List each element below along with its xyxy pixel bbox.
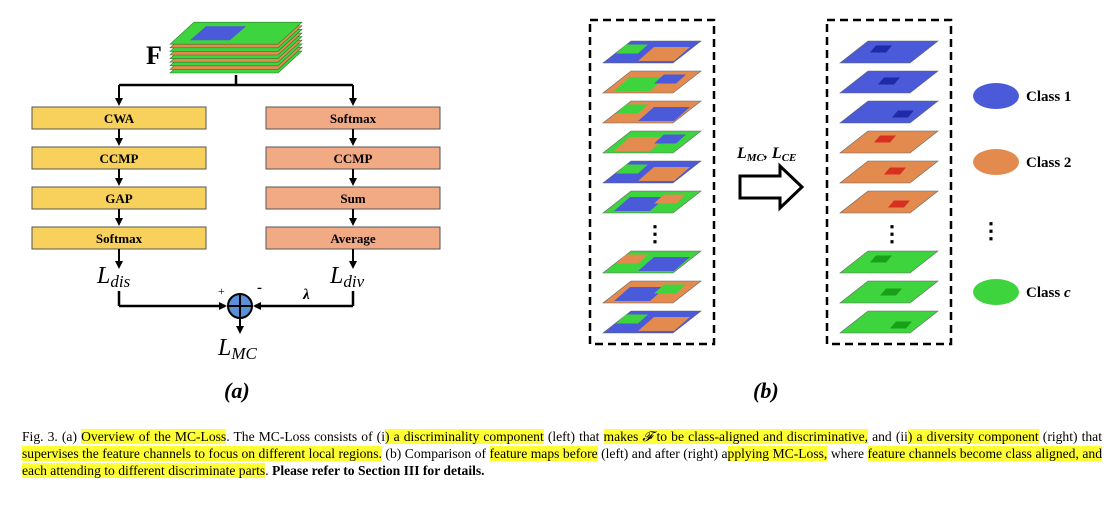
feature-map-after: [839, 100, 939, 124]
panel-b: ⋮ ⋮ LMC, LCE Class 1 Class 2 Class c ⋮ (b): [588, 18, 1071, 403]
class-legend: Class 1 Class 2 Class c: [973, 83, 1071, 305]
feature-map-region: [616, 104, 648, 114]
feature-map-focus-region: [892, 110, 914, 118]
feature-map-region: [616, 44, 648, 54]
feature-map-region: [654, 74, 686, 84]
sum-node-icon: [227, 293, 253, 319]
caption-text: (left) and after (right) a: [597, 446, 728, 461]
feature-map-region: [614, 77, 666, 91]
before-maps-frame: [588, 18, 716, 346]
feature-map-region: [614, 137, 666, 151]
discriminality-branch: CWA CCMP GAP Softmax: [31, 106, 207, 269]
caption-text: (b) Comparison of: [381, 446, 490, 461]
legend-label: Class c: [1026, 285, 1071, 301]
after-ellipsis: ⋮: [881, 221, 903, 246]
minus-sign: -: [257, 280, 262, 296]
feature-map-region: [616, 254, 648, 264]
caption-text: .: [265, 463, 273, 478]
diversity-box-label: CCMP: [334, 151, 373, 166]
feature-label: F: [146, 41, 162, 70]
feature-map-region: [654, 194, 686, 204]
after-maps-frame: [825, 18, 953, 346]
feature-layer-region: [190, 26, 246, 41]
feature-map-region: [614, 197, 666, 211]
feature-map-focus-region: [880, 288, 902, 296]
arrow-loss-label: LMC, LCE: [736, 145, 796, 164]
caption-text: makes: [603, 429, 643, 444]
caption-highlight: Overview of the MC-Loss: [81, 429, 227, 444]
caption-text: and (ii: [868, 429, 908, 444]
discriminality-box-label: CWA: [104, 111, 135, 126]
feature-map-region: [638, 107, 690, 121]
caption-text: Fig. 3. (a): [22, 429, 82, 444]
feature-map-focus-region: [870, 45, 892, 53]
feature-map-focus-region: [884, 167, 906, 175]
transform-arrow-icon: [738, 162, 805, 212]
legend-swatch-icon: [973, 279, 1019, 305]
caption-text: to be class-aligned and discriminative,: [652, 429, 869, 444]
plus-sign: +: [218, 284, 225, 298]
caption-text: where: [827, 446, 868, 461]
l-div-label: Ldiv: [329, 263, 365, 291]
feature-map-focus-region: [870, 255, 892, 263]
l-dis-label: Ldis: [96, 263, 131, 291]
caption-text: (right) that: [1038, 429, 1102, 444]
panel-b-label: (b): [753, 378, 779, 403]
discriminality-box-label: Softmax: [96, 231, 143, 246]
feature-map-region: [616, 314, 648, 324]
feature-map-region: [638, 317, 690, 331]
feature-map-after: [839, 190, 939, 214]
lambda-label: λ: [302, 287, 310, 303]
legend-swatch-icon: [973, 83, 1019, 109]
feature-maps-after: [839, 40, 939, 334]
feature-map-after: [839, 40, 939, 64]
caption-highlight: makes 𝓕 to be class-aligned and discrimi…: [603, 429, 869, 444]
caption-symbol: 𝓕: [642, 429, 653, 444]
panel-a-label: (a): [224, 378, 250, 403]
legend-label: Class 1: [1026, 89, 1071, 105]
feature-map-region: [614, 287, 666, 301]
figure-caption: Fig. 3. (a) Overview of the MC-Loss. The…: [22, 428, 1102, 479]
diversity-box-label: Softmax: [330, 111, 377, 126]
caption-highlight: ) a discriminality component: [385, 429, 544, 444]
legend-label: Class 2: [1026, 155, 1071, 171]
feature-map-region: [638, 47, 690, 61]
legend-swatch-icon: [973, 149, 1019, 175]
caption-text: . The MC-Loss consists of (i: [226, 429, 385, 444]
feature-map-region: [638, 167, 690, 181]
caption-highlight: pplying MC-Loss,: [727, 446, 828, 461]
discriminality-box-label: GAP: [105, 191, 133, 206]
before-ellipsis: ⋮: [644, 221, 666, 246]
feature-map-stack-icon: [169, 21, 303, 74]
feature-map-region: [654, 284, 686, 294]
feature-map-focus-region: [878, 77, 900, 85]
discriminality-box-label: CCMP: [100, 151, 139, 166]
diversity-box-label: Average: [330, 231, 375, 246]
feature-map-after: [839, 250, 939, 274]
caption-highlight: ) a diversity component: [907, 429, 1039, 444]
feature-map-focus-region: [890, 321, 912, 329]
l-mc-label: LMC: [217, 335, 258, 363]
feature-map-region: [654, 134, 686, 144]
feature-map-focus-region: [888, 200, 910, 208]
caption-highlight: feature maps before: [489, 446, 598, 461]
legend-ellipsis: ⋮: [980, 218, 1002, 243]
feature-maps-before: [602, 40, 702, 334]
diversity-box-label: Sum: [340, 191, 365, 206]
caption-highlight: supervises the feature channels to focus…: [22, 446, 382, 461]
caption-text: (left) that: [543, 429, 604, 444]
caption-bold: Please refer to Section III for details.: [272, 463, 485, 478]
feature-map-focus-region: [874, 135, 896, 143]
feature-map-after: [839, 310, 939, 334]
feature-map-region: [616, 164, 648, 174]
feature-map-region: [638, 257, 690, 271]
